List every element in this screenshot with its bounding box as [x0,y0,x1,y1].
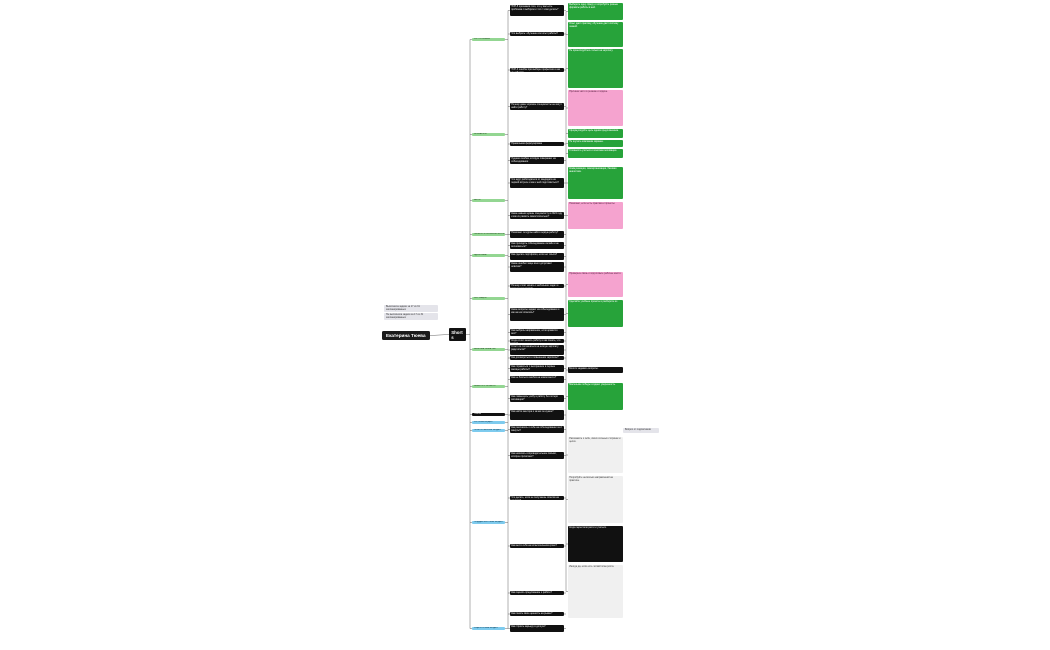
question-node[interactable]: Какие навыки нужны специалисту в 2024 го… [510,212,564,219]
question-node[interactable]: Почему даже хорошие специалисты не могут… [510,103,564,110]
answer-node[interactable]: Проверьте связь и подготовьте рабочее ме… [568,272,623,297]
category-node[interactable]: ВИНА [472,199,505,203]
question-node[interactable]: Что ждут работодатели от кандидата на пе… [510,178,564,188]
question-node[interactable]: Что делать, если не получаешь ответов на… [510,496,564,500]
category-node[interactable]: ВАЖНЫЕ ЗАМЕТКИ [472,348,505,352]
question-node[interactable]: Как найти ментора и зачем он нужен? [510,410,564,420]
answer-node[interactable]: Коммуникация, самоорганизация, базовая а… [568,167,623,199]
question-node[interactable]: Как не бояться ошибок на новом месте? [510,376,564,383]
answer-node[interactable]: Расскажите о себе, своих сильных сторона… [568,437,623,473]
question-node[interactable]: Как строить карьеру в долгую? [510,625,564,632]
category-node[interactable]: ОСТРЫЕ ВИДЕО [472,421,505,425]
question-node[interactable]: Как понять свою ценность на рынке? [510,612,564,616]
stats-note: Выполнила задачи за 17 из 31 запланирова… [384,305,438,313]
category-node[interactable]: ПРАКТИЧЕСКИЕ ВИДЕО [472,429,505,433]
hub-node[interactable]: Short s [449,328,466,341]
question-node[interactable]: Как вести себя на испытательном сроке? [510,544,564,548]
answer-node[interactable]: Причина часто в резюме и подаче. [568,90,623,126]
category-node[interactable]: НАЧАЛО И ВОЗМОЖНОСТИ [472,233,505,237]
comment-note: Вопрос от подписчиков [623,428,659,433]
answer-node[interactable]: Сформулируйте цель одним предложением. [568,129,623,138]
answer-node[interactable]: Помогают, если есть практика и проекты. [568,202,623,229]
question-node[interactable]: Помогают ли курсы найти первую работу? [510,231,564,238]
answer-node[interactable]: Не ориентируйтесь только на зарплату. [568,49,623,88]
answer-node[interactable]: Попробуйте несколько направлений на прак… [568,476,623,523]
answer-node[interactable]: Выберите одну сферу и попробуйте разные … [568,3,623,20]
category-node[interactable]: ТЕМЫ [472,413,505,417]
category-node[interactable]: СИТУАЦИИ [472,297,505,301]
category-node[interactable]: ОЦЕНОЧНЫЕ ВИДЕО [472,627,505,631]
question-node[interactable]: Как выбрать направление, если нравится в… [510,329,564,336]
question-node[interactable]: Почему стоит начать с небольших задач и … [510,284,564,288]
question-node[interactable]: Как сделать портфолио, если нет опыта? [510,253,564,260]
question-node[interactable]: Что выбрать: обучение или опыт работы? [510,32,564,36]
question-node[interactable]: Как справиться с выгоранием в первые мес… [510,365,564,372]
category-node[interactable]: ЗАБОТА И СЛАВНО [472,385,505,389]
stats-note: Не выполнила задачи за 17 из 31 запланир… [384,313,438,321]
question-node[interactable]: Какие ошибки чаще всего допускают новичк… [510,262,564,272]
category-node[interactable]: ЗДОРОВЬЕ [472,254,505,258]
question-node[interactable]: Как написать сопроводительное письмо, ко… [510,452,564,459]
answer-node[interactable]: Сделайте учебные проекты и разберите их. [568,300,623,327]
question-node[interactable]: Как договориться о повышении зарплаты? [510,356,564,360]
question-node[interactable]: Как оценить предложение о работе? [510,591,564,595]
answer-node[interactable]: Маленькие победы создают уверенность. [568,383,623,410]
answer-node[interactable]: Когда перестали расти и учиться. [568,526,623,562]
question-node[interactable]: Как проходить собеседование онлайн и не … [510,242,564,249]
answer-node[interactable]: Боятся задавать вопросы. [568,367,623,373]
answer-node[interactable]: Опыт даёт практику, обучение даёт систем… [568,22,623,47]
question-node[interactable]: Какие вопросы задают на собеседовании и … [510,308,564,321]
answer-node[interactable]: Иногда да, если есть чёткий план роста. [568,565,623,618]
category-node[interactable]: ЗНАЧЕНИЯ [472,133,505,137]
category-node[interactable]: ПОДДЕРЖАННЫЕ ВИДЕО [472,521,505,525]
question-node[interactable]: Стоит ли соглашаться на низкую зарплату … [510,345,564,355]
question-node[interactable]: ТОП-3 ошибок при выборе профессии и как … [510,68,564,72]
question-node[interactable]: ТОП-5 признаков того, что у вас есть про… [510,5,564,16]
question-node[interactable]: Как рассказать о себе на собеседовании з… [510,426,564,433]
question-node[interactable]: Когда стоит менять работу и как понять, … [510,339,564,343]
answer-node[interactable]: Не изучить компанию заранее. [568,140,623,147]
category-node[interactable]: ОСТ СПРАВКИ [472,38,505,42]
question-node[interactable]: Как совмещать учёбу и работу без потери … [510,395,564,402]
question-node[interactable]: Худшая ошибка, которую совершают на собе… [510,157,564,164]
root-node[interactable]: Екатерина Тюева [382,331,430,340]
answer-node[interactable]: Готовность учиться и понятная мотивация. [568,149,623,158]
question-node[interactable]: Правильная формулировка [510,142,564,146]
